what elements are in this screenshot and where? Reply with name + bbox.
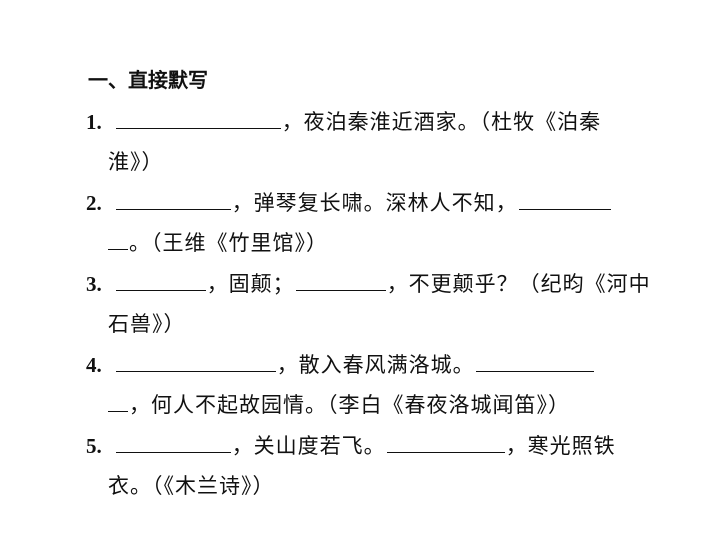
- item-text: ，固颠；: [206, 272, 295, 296]
- item-number: 3.: [86, 272, 102, 296]
- answer-blank[interactable]: [115, 189, 231, 210]
- item-number: 1.: [86, 110, 102, 134]
- answer-blank[interactable]: [115, 432, 231, 453]
- answer-blank[interactable]: [475, 351, 594, 372]
- answer-blank[interactable]: [115, 351, 276, 372]
- answer-blank[interactable]: [386, 432, 505, 453]
- answer-blank[interactable]: [115, 108, 281, 129]
- item-text: ，何人不起故园情。（李白《春夜洛城闻笛》）: [129, 393, 570, 417]
- item-text: ，寒光照铁: [505, 434, 616, 458]
- item-text: ，弹琴复长啸。深林人不知，: [231, 191, 518, 215]
- item-1-line-2: 淮》）: [108, 148, 164, 176]
- item-2-line-2: 。（王维《竹里馆》）: [108, 229, 328, 257]
- item-text: 衣。（《木兰诗》）: [108, 474, 275, 498]
- item-text: 淮》）: [108, 150, 164, 174]
- item-text: ，关山度若飞。: [231, 434, 386, 458]
- item-number: 5.: [86, 434, 102, 458]
- answer-blank[interactable]: [108, 391, 128, 412]
- item-2-line-1: 2. ，弹琴复长啸。深林人不知，: [86, 189, 612, 217]
- answer-blank[interactable]: [295, 270, 386, 291]
- item-4-line-1: 4. ，散入春风满洛城。: [86, 351, 595, 379]
- answer-blank[interactable]: [518, 189, 611, 210]
- item-3-line-2: 石兽》）: [108, 310, 186, 338]
- item-text: 石兽》）: [108, 312, 186, 336]
- item-5-line-1: 5. ，关山度若飞。 ，寒光照铁: [86, 432, 616, 460]
- item-number: 4.: [86, 353, 102, 377]
- item-3-line-1: 3. ，固颠； ，不更颠乎？（纪昀《河中: [86, 270, 651, 298]
- item-number: 2.: [86, 191, 102, 215]
- item-1-line-1: 1. ，夜泊秦淮近酒家。（杜牧《泊秦: [86, 108, 601, 136]
- answer-blank[interactable]: [115, 270, 206, 291]
- answer-blank[interactable]: [108, 229, 128, 250]
- item-text: ，散入春风满洛城。: [276, 353, 475, 377]
- item-text: 。（王维《竹里馆》）: [129, 231, 328, 255]
- item-4-line-2: ，何人不起故园情。（李白《春夜洛城闻笛》）: [108, 391, 570, 419]
- section-heading: 一、直接默写: [88, 68, 208, 92]
- item-5-line-2: 衣。（《木兰诗》）: [108, 472, 275, 500]
- item-text: ，不更颠乎？（纪昀《河中: [386, 272, 651, 296]
- item-text: ，夜泊秦淮近酒家。（杜牧《泊秦: [281, 110, 602, 134]
